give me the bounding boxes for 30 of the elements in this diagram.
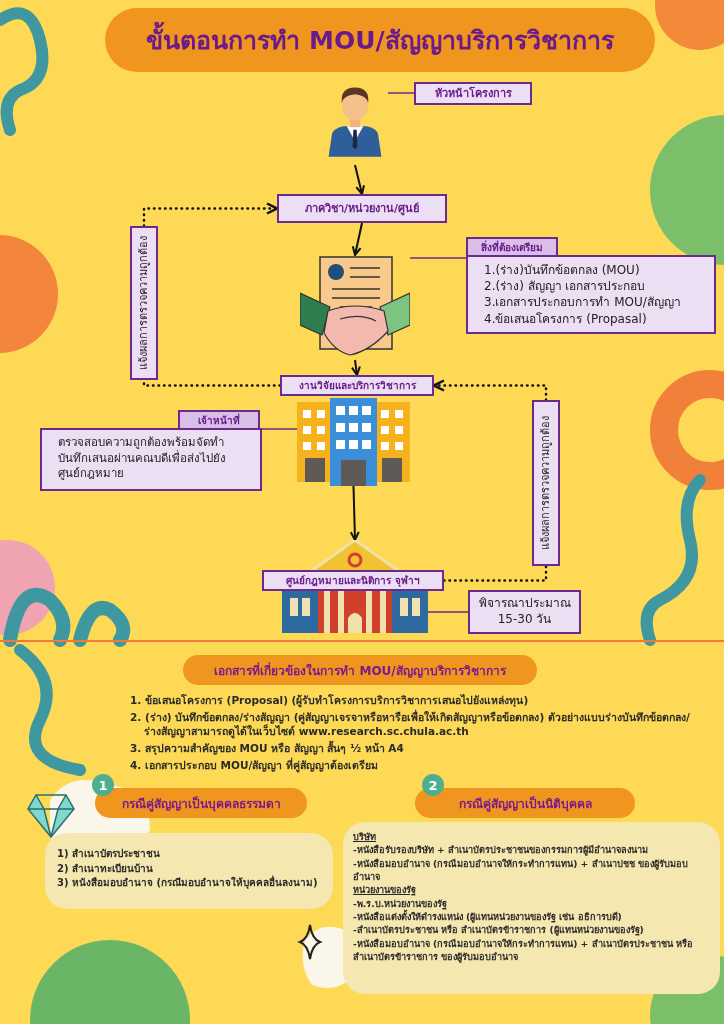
process-box: งานวิจัยและบริการวิชาการ (280, 375, 434, 396)
feedback-box: แจ้งผลการตรวจความถูกต้อง (130, 226, 158, 380)
list-item: 2. (ร่าง) บันทึกข้อตกลง/ร่างสัญญา (คู่สัญญาเจรจาหรือหารือเพื่อให้เกิดสัญญาหรือข้อตกลง) ตัวอย่างแบบร่างบันทึกข้อตกลง/ร่างสัญญาสามารถดูได้ในเว็บไซต์ www.research.sc.chula.ac.th (130, 709, 691, 740)
leader-line (387, 92, 415, 94)
role-label: หัวหน้าโครงการ (414, 82, 532, 105)
callout-box: ตรวจสอบความถูกต้องพร้อมจัดทำ บันทึกเสนอผ่านคณบดีเพื่อส่งไปยัง ศูนย์กฎหมาย (40, 428, 262, 491)
leader-line (261, 428, 298, 430)
step-number: 2 (422, 774, 444, 796)
step-number: 1 (92, 774, 114, 796)
process-box: ศูนย์กฎหมายและนิติการ จุฬาฯ (262, 570, 444, 591)
arrow (351, 359, 361, 376)
dotted-arrow (142, 202, 279, 228)
arrow (349, 485, 360, 541)
arrow (351, 222, 363, 256)
list-item: 3. สรุปความสำคัญของ MOU หรือ สัญญา สั้นๆ ½ หน้า A4 (130, 741, 405, 756)
leader-line (409, 257, 467, 259)
requirements-list: 1) สำเนาบัตรประชาชน 2) สำเนาทะเบียนบ้าน 3) หนังสือมอบอำนาจ (กรณีมอบอำนาจให้บุคคลอื่นลงนาม) (45, 833, 333, 909)
leader-line (427, 611, 469, 613)
office-building-drawing (297, 398, 410, 486)
arrow (354, 164, 365, 195)
callout-box: 1.(ร่าง)บันทึกข้อตกลง (MOU) 2.(ร่าง) สัญญา เอกสารประกอบ 3.เอกสารประกอบการทำ MOU/สัญญา 4.ข้อเสนอโครงการ (Propasal) (466, 255, 716, 334)
list-item: 4. เอกสารประกอบ MOU/สัญญา ที่คู่สัญญาต้องเตรียม (130, 757, 379, 773)
feedback-box: แจ้งผลการตรวจความถูกต้อง (532, 400, 560, 566)
requirements-list: บริษัท -หนังสือรับรองบริษัท + สำเนาบัตรประชาชนของกรรมการผู้มีอำนาจลงนาม -หนังสือมอบอำนาจ (กรณีมอบอำนาจให้กระทำการแทน) + สำเนาปชช ของผู้รับมอบอำนาจ หน่วยงานของรัฐ -พ.ร.บ.หน่วยงานของรัฐ -หนังสือแต่งตั้งให้ดำรงแหน่ง (ผู้แทนหน่วยงานของรัฐ เช่น อธิการบดี) -สำเนาบัตรประชาชน หรือ สำเนาบัตรข้าราชการ (ผู้แทนหน่วยงานของรัฐ) -หนังสือมอบอำนาจ (กรณีมอบอำนาจให้กระทำการแทน) + สำเนาบัตรประชาชน หรือสำเนาบัตรข้าราชการ ของผู้รับมอบอำนาจ (343, 822, 720, 994)
duration-note: พิจารณาประมาณ 15-30 วัน (468, 590, 581, 634)
list-item: 1. ข้อเสนอโครงการ (Proposal) (ผู้รับทำโครงการบริการวิชาการเสนอไปยังแหล่งทุน) (130, 693, 530, 708)
title-banner: ขั้นตอนการทำ MOU/สัญญาบริการวิชาการ (105, 8, 655, 72)
section-header: เอกสารที่เกี่ยวข้องในการทำ MOU/สัญญาบริการวิชาการ (183, 655, 537, 685)
courthouse-drawing (282, 540, 428, 633)
process-box: ภาควิชา/หน่วยงาน/ศูนย์ (277, 194, 447, 223)
